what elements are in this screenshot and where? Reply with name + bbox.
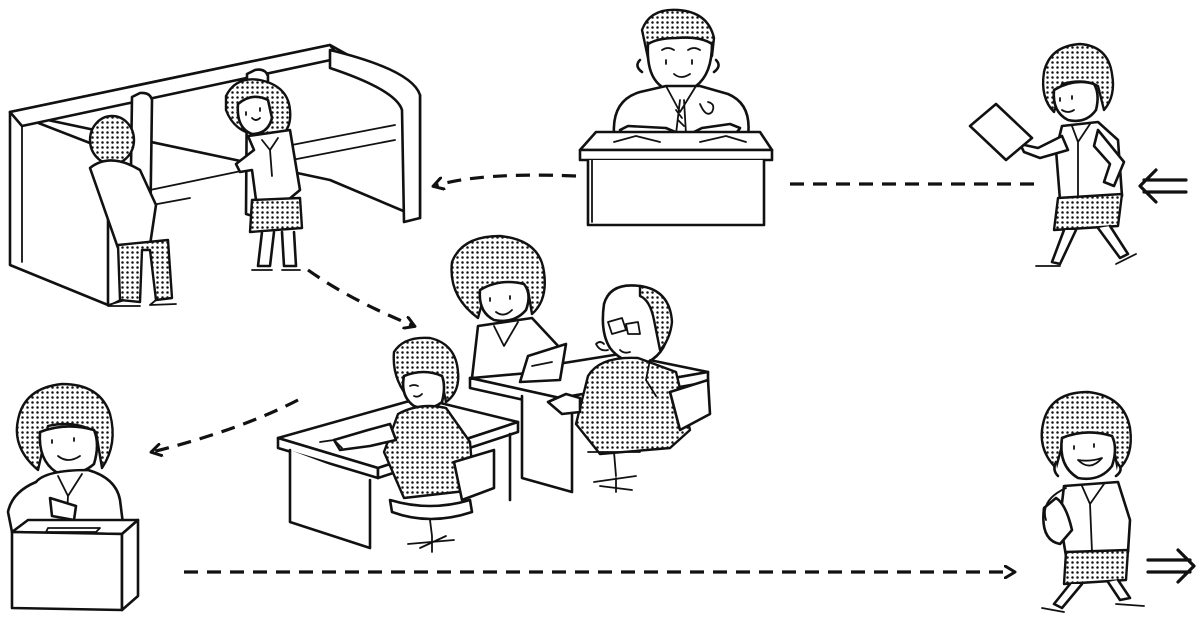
arrow-counting-to-ballot-box bbox=[152, 400, 298, 452]
double-arrow-right-icon bbox=[1148, 550, 1194, 582]
arrow-desk-to-booths bbox=[434, 175, 576, 186]
arrow-booths-to-counting bbox=[308, 270, 414, 326]
arriving-voter bbox=[970, 44, 1136, 266]
voting-booths bbox=[10, 45, 420, 306]
ballot-box-voter bbox=[8, 384, 138, 610]
voter-in-booth-woman bbox=[226, 79, 302, 270]
reception-official bbox=[580, 10, 772, 225]
poll-worker-woman bbox=[452, 236, 566, 382]
departing-voter bbox=[1042, 392, 1144, 612]
double-arrow-left-icon bbox=[1140, 170, 1186, 202]
counting-table bbox=[278, 236, 710, 552]
